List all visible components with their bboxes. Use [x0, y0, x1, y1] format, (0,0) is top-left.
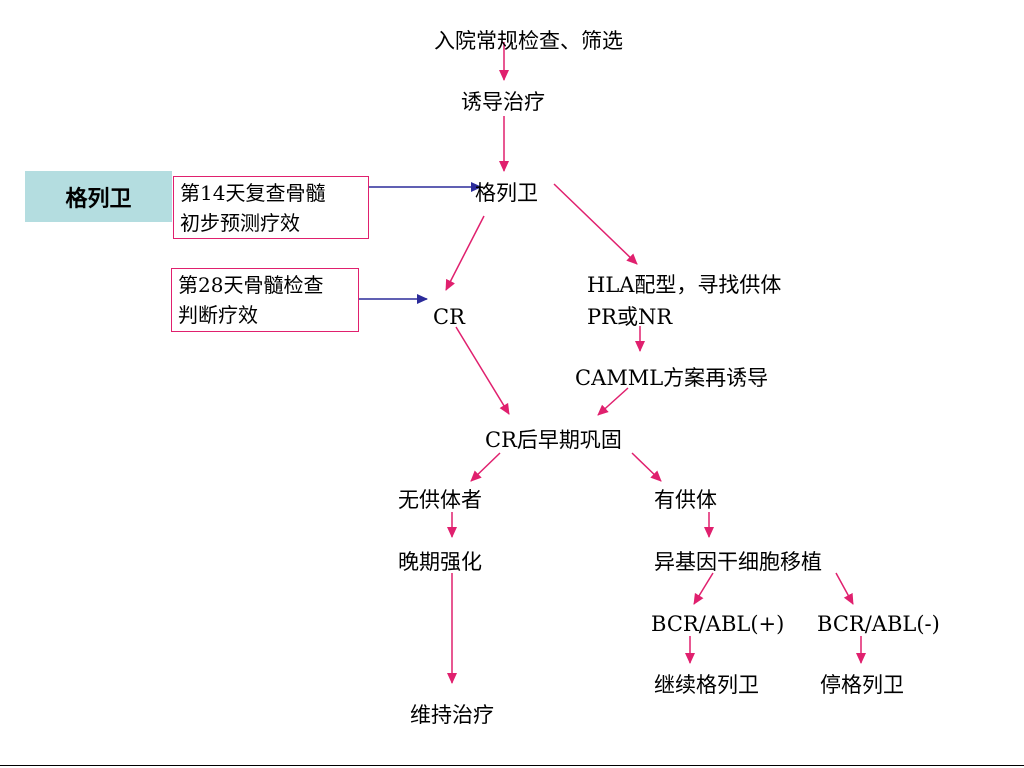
node-has-donor: 有供体 — [654, 488, 717, 512]
day28-note-line2: 判断疗效 — [178, 303, 258, 327]
node-camml-reinduction: CAMML方案再诱导 — [575, 366, 769, 390]
arrow-transplant-to-bcr-pos — [693, 572, 714, 605]
arrow-consolidation-to-has-donor — [631, 452, 662, 482]
day14-note-line1: 第14天复查骨髓 — [180, 181, 326, 205]
node-early-consolidation: CR后早期巩固 — [485, 428, 622, 452]
node-pr-or-nr: PR或NR — [587, 305, 673, 329]
side-label-imatinib: 格列卫 — [25, 171, 172, 222]
node-hla-typing: HLA配型，寻找供体 — [587, 273, 782, 297]
day14-note-line2: 初步预测疗效 — [180, 211, 300, 235]
arrow-camml-to-consolidation — [597, 387, 629, 416]
node-maintenance-therapy: 维持治疗 — [410, 703, 494, 727]
day28-note: 第28天骨髓检查 判断疗效 — [171, 268, 359, 332]
node-bcr-abl-positive: BCR/ABL(+) — [651, 612, 785, 636]
day14-note: 第14天复查骨髓 初步预测疗效 — [173, 176, 369, 239]
node-late-intensification: 晚期强化 — [398, 550, 482, 574]
arrow-imatinib-to-hla — [553, 183, 638, 265]
node-no-donor: 无供体者 — [398, 488, 482, 512]
node-stop-imatinib: 停格列卫 — [820, 673, 904, 697]
node-allogeneic-transplant: 异基因干细胞移植 — [654, 550, 822, 574]
node-bcr-abl-negative: BCR/ABL(-) — [817, 612, 940, 636]
node-continue-imatinib: 继续格列卫 — [654, 673, 759, 697]
arrow-consolidation-to-no-donor — [470, 452, 501, 482]
node-imatinib: 格列卫 — [475, 181, 538, 205]
arrow-cr-to-consolidation — [455, 326, 510, 415]
arrow-imatinib-to-cr — [445, 215, 485, 291]
slide-bottom-border — [0, 765, 1024, 766]
day28-note-line1: 第28天骨髓检查 — [178, 273, 324, 297]
node-induction-therapy: 诱导治疗 — [461, 90, 545, 114]
node-cr: CR — [433, 305, 465, 329]
arrow-transplant-to-bcr-neg — [835, 572, 854, 605]
node-admission-screening: 入院常规检查、筛选 — [434, 29, 623, 53]
